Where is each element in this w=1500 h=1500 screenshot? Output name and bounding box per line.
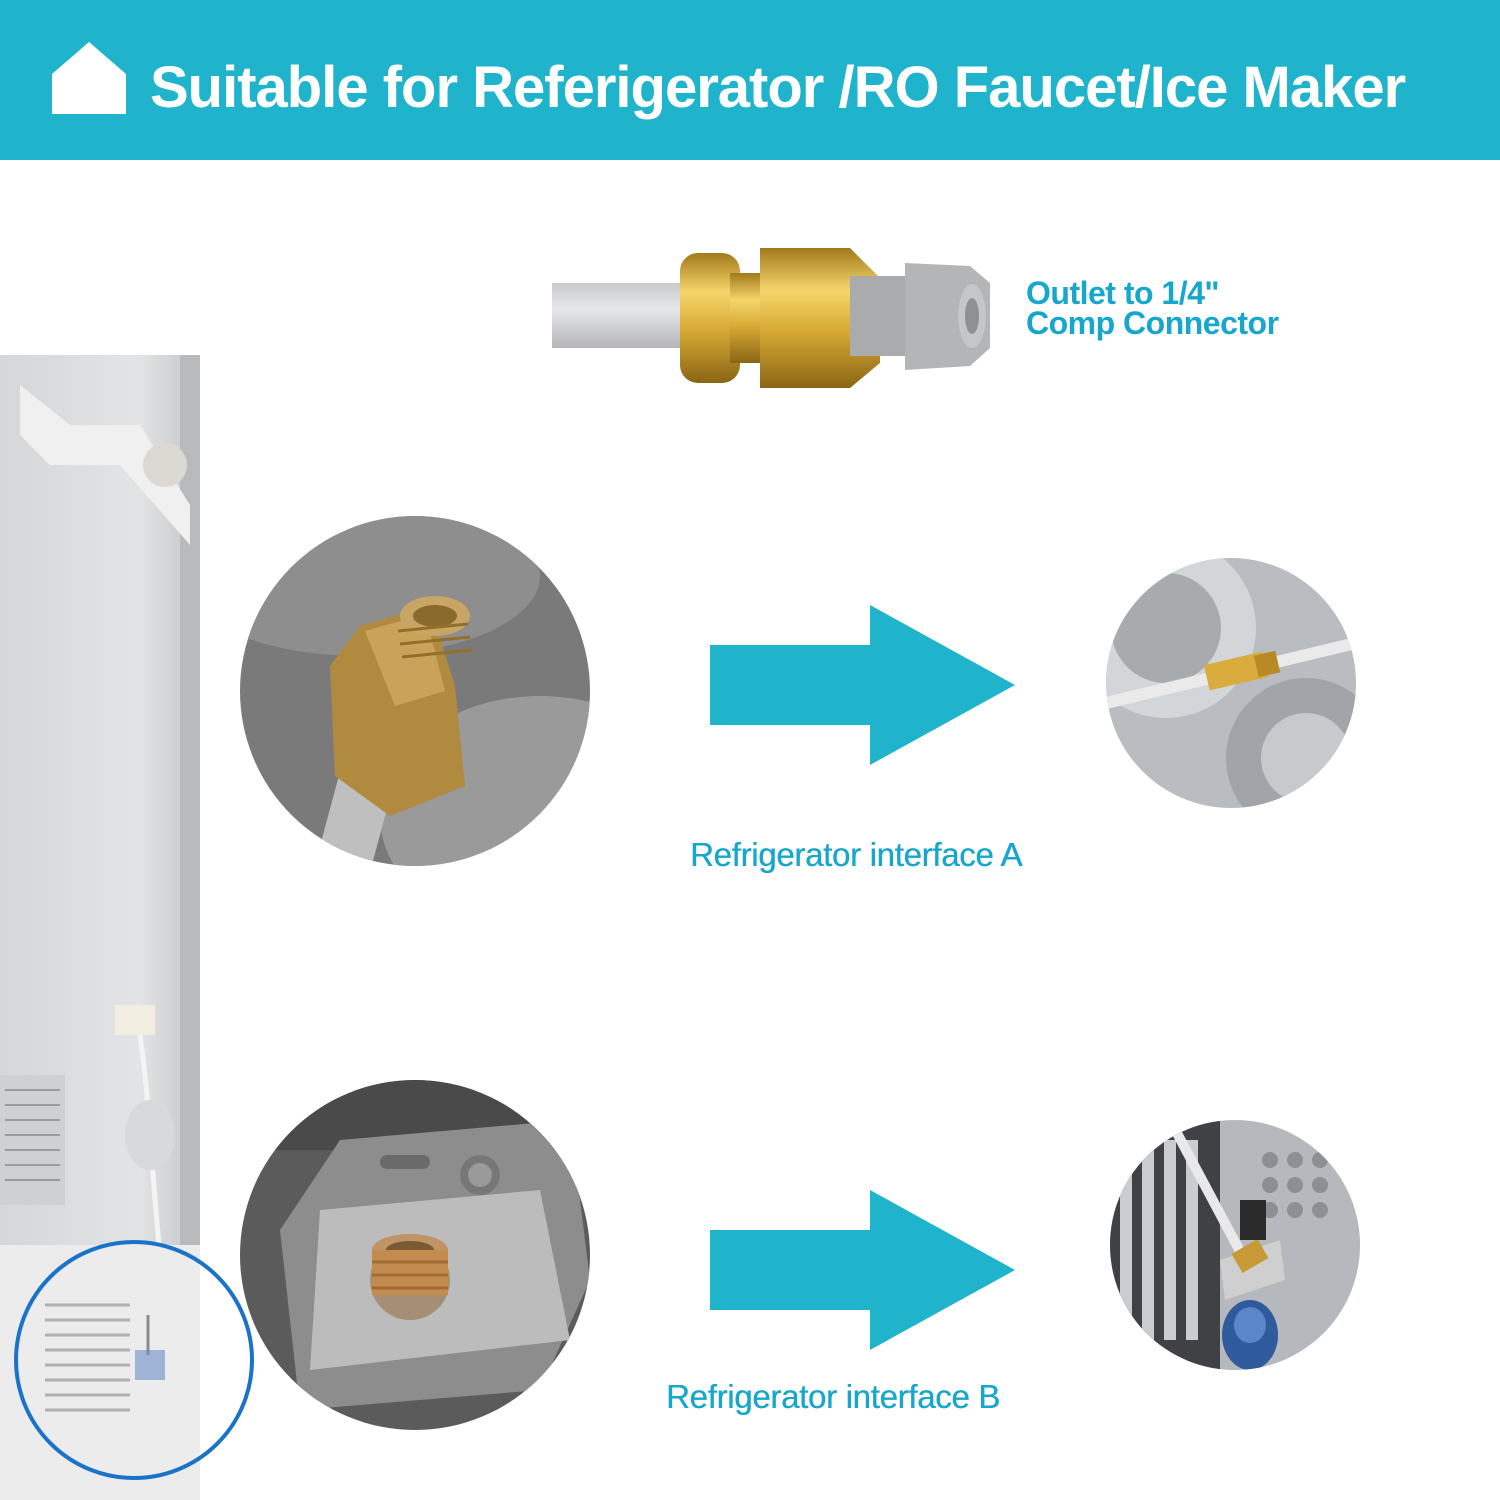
connector-label-line1: Outlet to 1/4" (1026, 275, 1220, 311)
highlight-ring (14, 1240, 254, 1480)
page-title: Suitable for Referigerator /RO Faucet/Ic… (150, 55, 1406, 120)
interface-b-caption: Refrigerator interface B (666, 1378, 1000, 1415)
connector-label-line2: Comp Connector (1026, 305, 1279, 341)
arrow-right-icon (710, 1190, 1015, 1350)
interface-a-installed-photo (1106, 558, 1356, 808)
connector-label: Outlet to 1/4" Comp Connector (1026, 275, 1279, 341)
header-banner: Suitable for Referigerator /RO Faucet/Ic… (0, 0, 1500, 160)
connector-image (552, 248, 990, 388)
interface-b-installed-photo (1110, 1120, 1360, 1370)
interface-a-caption: Refrigerator interface A (690, 836, 1023, 873)
interface-b-fitting-photo (240, 1080, 590, 1430)
home-icon (52, 42, 126, 114)
arrow-right-icon (710, 605, 1015, 765)
interface-a-fitting-photo (240, 516, 590, 866)
